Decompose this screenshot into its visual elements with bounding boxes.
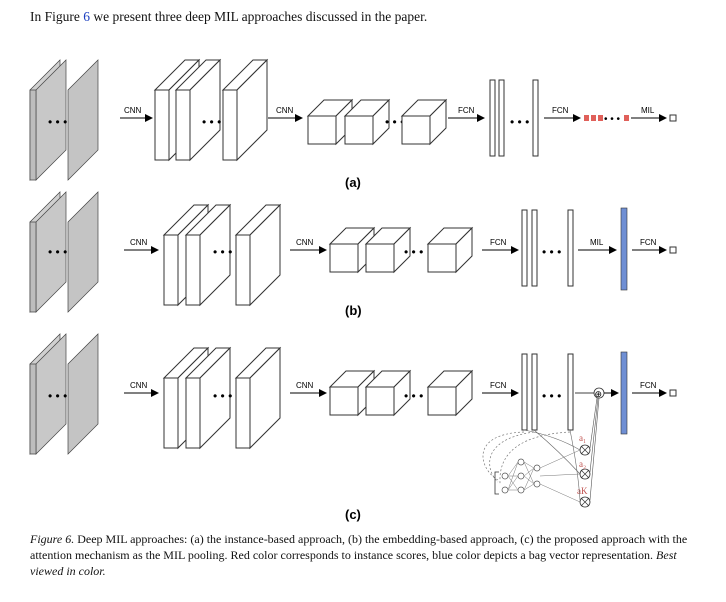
ellipsis-b3: • • • <box>404 245 423 259</box>
attention-weight-ak: aK <box>577 486 588 496</box>
ellipsis-a1: • • • <box>48 115 67 129</box>
fcn-label-a1: FCN <box>458 106 475 115</box>
fcn-label-b1: FCN <box>490 238 507 247</box>
cnn-label-b2: CNN <box>296 238 314 247</box>
intro-text: In Figure 6 we present three deep MIL ap… <box>30 9 427 25</box>
fcn-label-a2: FCN <box>552 106 569 115</box>
instance-score-k <box>624 115 629 121</box>
cnn-label-a1: CNN <box>124 106 142 115</box>
fcn-label-c1: FCN <box>490 381 507 390</box>
attention-weight-a2: a₂ <box>579 459 586 469</box>
caption-text: Deep MIL approaches: (a) the instance-ba… <box>30 532 688 562</box>
attention-weight-a1: a₁ <box>579 433 586 443</box>
ellipsis-b4: • • • <box>542 245 561 259</box>
caption-emphasis: Best viewed in color. <box>30 548 677 578</box>
figure-caption: Figure 6. Deep MIL approaches: (a) the i… <box>30 531 702 579</box>
instance-score-1 <box>584 115 589 121</box>
bag-output-c <box>669 389 677 397</box>
ellipsis-c3: • • • <box>404 389 423 403</box>
bag-vector-b <box>620 207 628 291</box>
intro-post: we present three deep MIL approaches dis… <box>90 9 428 24</box>
cnn-label-a2: CNN <box>276 106 294 115</box>
panel-label-b: (b) <box>345 303 362 318</box>
panel-label-c: (c) <box>345 507 361 522</box>
figure-reference-link[interactable]: 6 <box>83 9 90 24</box>
ellipsis-a2: • • • <box>202 115 221 129</box>
bag-output-a <box>669 114 677 122</box>
mil-architecture-figure: • • • CNN • • • CNN • • • FCN • • • FCN … <box>29 59 677 522</box>
ellipsis-c1: • • • <box>48 389 67 403</box>
mil-label-b: MIL <box>590 238 604 247</box>
intro-pre: In Figure <box>30 9 84 24</box>
panel-label-a: (a) <box>345 175 361 190</box>
ellipsis-a5: • • • <box>604 114 621 125</box>
ellipsis-b1: • • • <box>48 245 67 259</box>
ellipsis-c2: • • • <box>213 389 232 403</box>
ellipsis-a4: • • • <box>510 115 529 129</box>
sum-symbol: ⊕ <box>595 390 603 400</box>
panel-b: • • • CNN • • • CNN • • • FCN • • • MIL … <box>29 191 677 318</box>
cnn-label-b1: CNN <box>130 238 148 247</box>
ellipsis-b2: • • • <box>213 245 232 259</box>
bag-output-b <box>669 246 677 254</box>
cnn-label-c1: CNN <box>130 381 148 390</box>
caption-label: Figure 6. <box>30 532 75 546</box>
fcn-label-c2: FCN <box>640 381 657 390</box>
cnn-label-c2: CNN <box>296 381 314 390</box>
bag-vector-c <box>620 351 628 435</box>
instance-score-3 <box>598 115 603 121</box>
panel-c: • • • CNN • • • CNN • • • FCN • • • ⊕ FC… <box>29 333 677 522</box>
instance-score-2 <box>591 115 596 121</box>
mil-label-a: MIL <box>641 106 655 115</box>
fcn-label-b2: FCN <box>640 238 657 247</box>
ellipsis-a3: • • • <box>385 115 404 129</box>
panel-a: • • • CNN • • • CNN • • • FCN • • • FCN … <box>29 59 677 190</box>
ellipsis-c4: • • • <box>542 389 561 403</box>
